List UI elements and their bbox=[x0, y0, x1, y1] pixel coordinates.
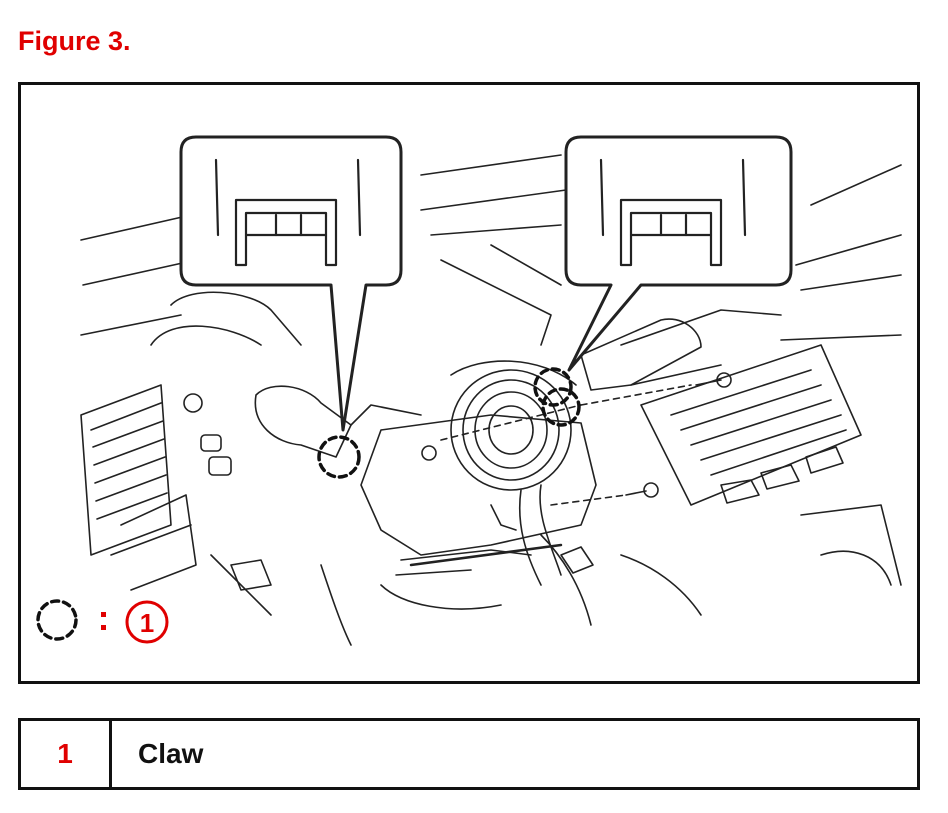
callout-left bbox=[179, 135, 403, 432]
bottom-wiring bbox=[210, 534, 702, 646]
left-air-vent bbox=[80, 384, 197, 591]
callout-left-claw-detail bbox=[214, 158, 362, 267]
legend-colon bbox=[101, 612, 106, 630]
callout-right bbox=[564, 135, 793, 372]
claw-marker-left bbox=[317, 435, 361, 479]
screws bbox=[440, 372, 732, 506]
steering-column-illustration: 1 bbox=[36, 135, 902, 646]
legend-row-label: Claw bbox=[138, 738, 204, 769]
legend-table: 1 Claw bbox=[18, 718, 920, 790]
figure-illustration-frame: 1 bbox=[18, 82, 920, 684]
center-panel bbox=[640, 344, 902, 586]
spiral-cable-body bbox=[360, 360, 597, 586]
figure-title: Figure 3. bbox=[18, 26, 131, 56]
dashboard-lines bbox=[80, 154, 902, 346]
legend-number-marker: 1 bbox=[125, 600, 169, 644]
legend-dashed-circle-icon bbox=[36, 599, 78, 641]
combination-switch-left bbox=[150, 291, 422, 476]
legend-number: 1 bbox=[140, 608, 154, 638]
legend-row-number: 1 bbox=[21, 721, 112, 787]
callout-right-claw-detail bbox=[599, 158, 747, 267]
claw-marker-right bbox=[533, 367, 581, 427]
combination-switch-right bbox=[580, 309, 782, 391]
